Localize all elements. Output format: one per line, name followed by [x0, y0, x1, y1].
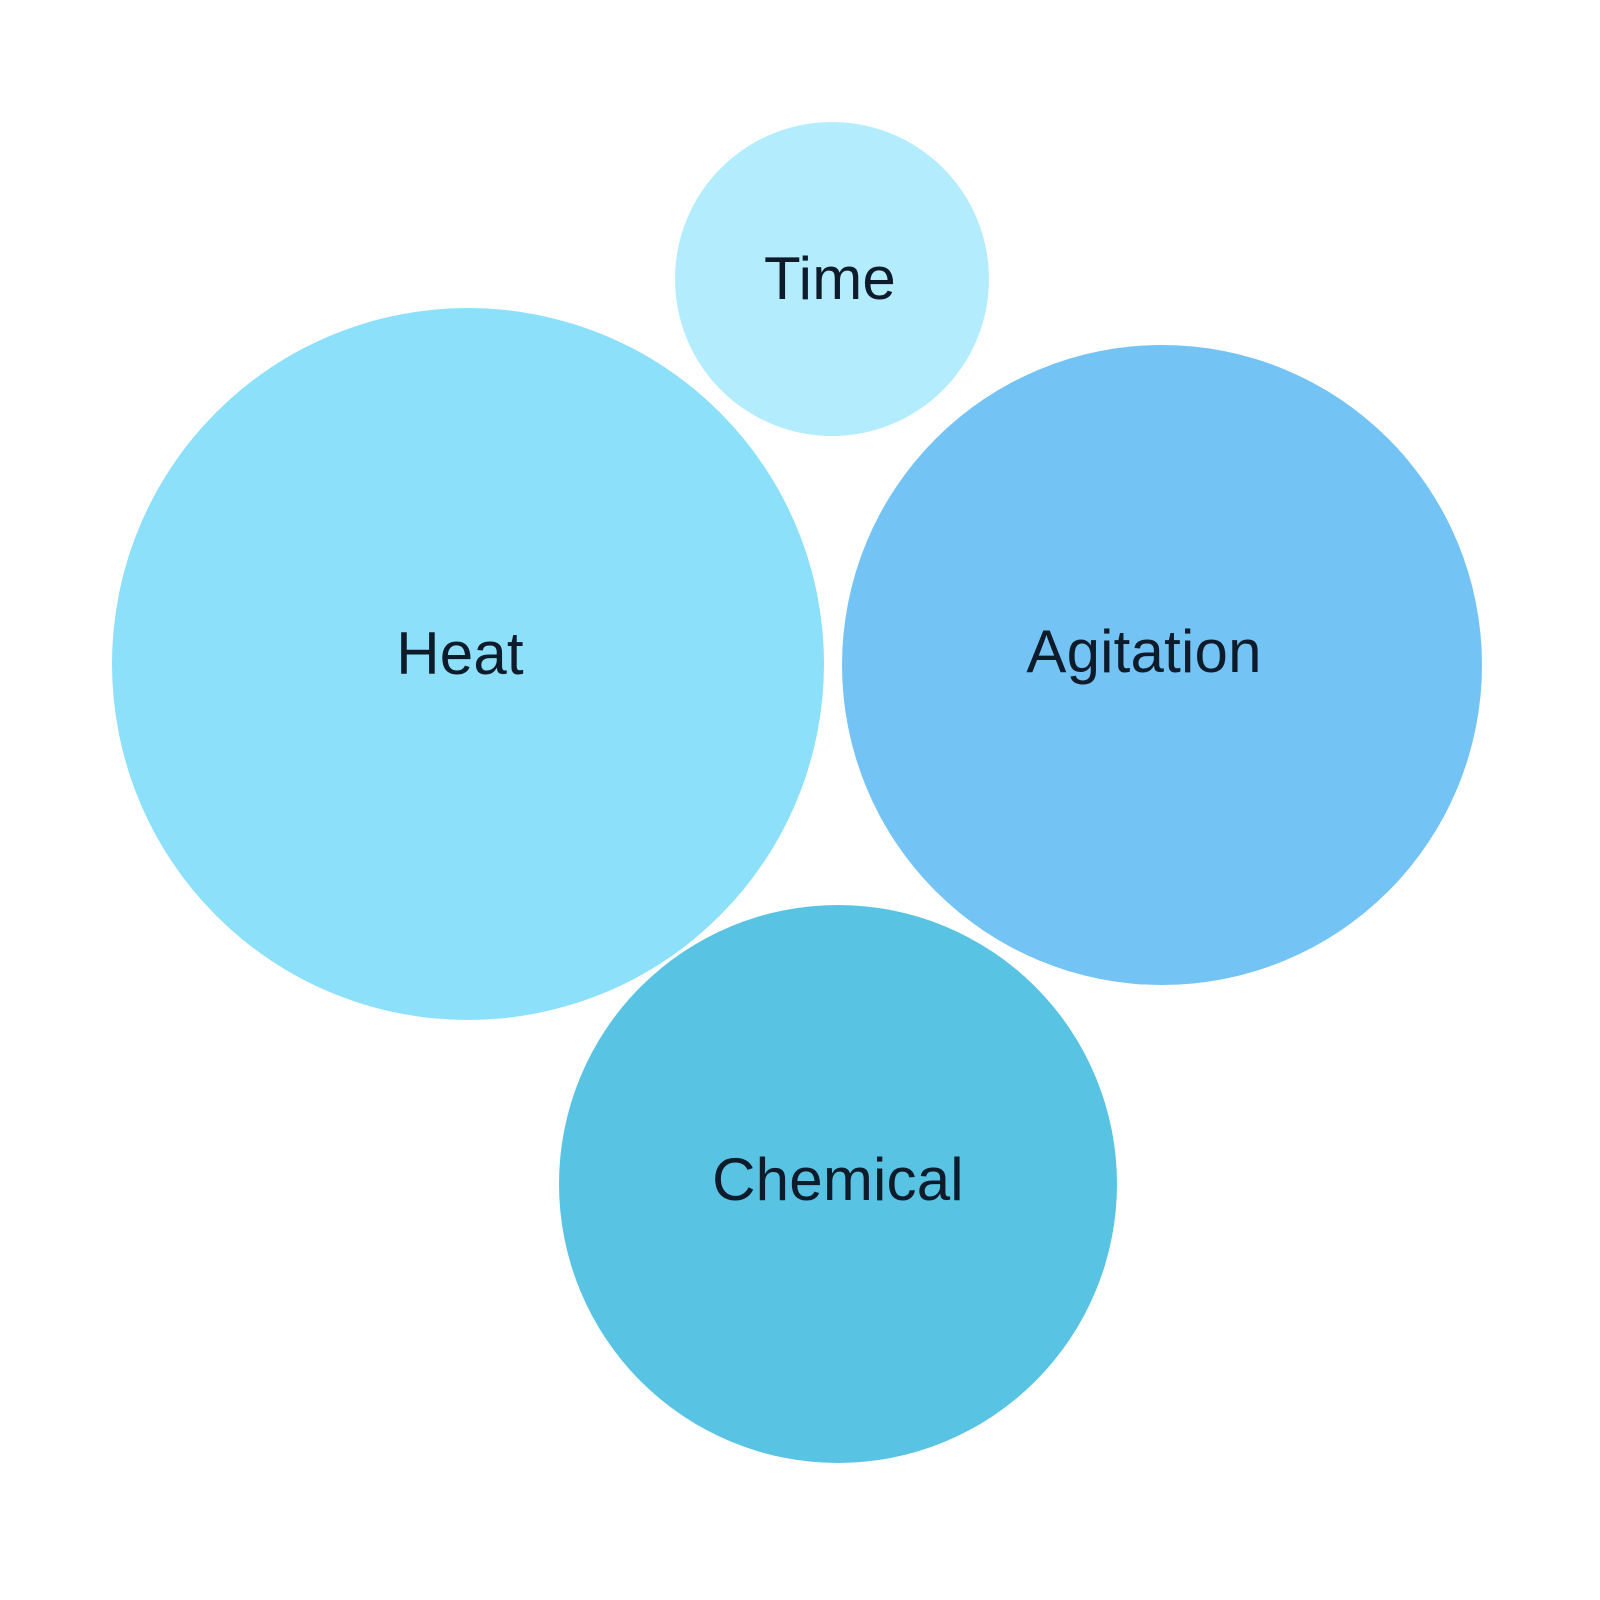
bubble-heat[interactable]: Heat: [112, 308, 824, 1020]
bubble-time-label: Time: [764, 245, 896, 312]
bubble-agitation-label: Agitation: [1026, 618, 1262, 685]
bubble-chemical-label: Chemical: [712, 1146, 964, 1213]
bubble-time[interactable]: Time: [675, 122, 989, 436]
bubble-agitation[interactable]: Agitation: [842, 345, 1482, 985]
bubble-heat-label: Heat: [396, 620, 524, 687]
bubble-chemical[interactable]: Chemical: [559, 905, 1117, 1463]
